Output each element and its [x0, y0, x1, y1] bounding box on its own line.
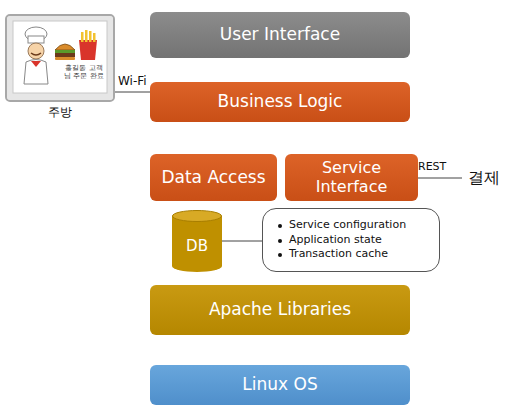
box-label: Business Logic [212, 90, 349, 114]
box-label: Linux OS [236, 373, 323, 397]
connector-line [115, 92, 150, 93]
bullet-item: Service configuration [275, 218, 406, 233]
ui-layer-box: User Interface [150, 12, 410, 58]
bullet-item: Application state [275, 233, 382, 248]
protocol-label: REST [418, 160, 446, 173]
service-interface-box: Service Interface [285, 154, 418, 201]
linux-os-box: Linux OS [150, 365, 410, 405]
apache-libraries-box: Apache Libraries [150, 285, 410, 335]
data-access-box: Data Access [150, 154, 277, 201]
external-system-label: 결제 [468, 168, 500, 189]
chef-figure [24, 27, 48, 84]
box-label: User Interface [214, 23, 346, 47]
box-label: Apache Libraries [203, 298, 357, 322]
screen-text: 홍길동 고객님 주문 완료 [63, 64, 105, 81]
business-logic-box: Business Logic [150, 82, 410, 122]
callout-bubble: Service configurationApplication stateTr… [262, 208, 440, 272]
kitchen-tablet: 홍길동 고객님 주문 완료주방 [5, 14, 115, 102]
tablet-frame [7, 16, 113, 100]
tablet-screen [13, 21, 107, 93]
device-label: 주방 [7, 104, 113, 121]
box-label: Service Interface [285, 157, 418, 198]
bullet-item: Transaction cache [275, 247, 388, 262]
burger-fries [55, 30, 97, 60]
connector-line [222, 241, 262, 242]
box-label: Data Access [155, 166, 271, 190]
database-cylinder: DB [172, 210, 222, 272]
connector-label: Wi-Fi [116, 74, 149, 88]
db-label: DB [186, 237, 208, 255]
